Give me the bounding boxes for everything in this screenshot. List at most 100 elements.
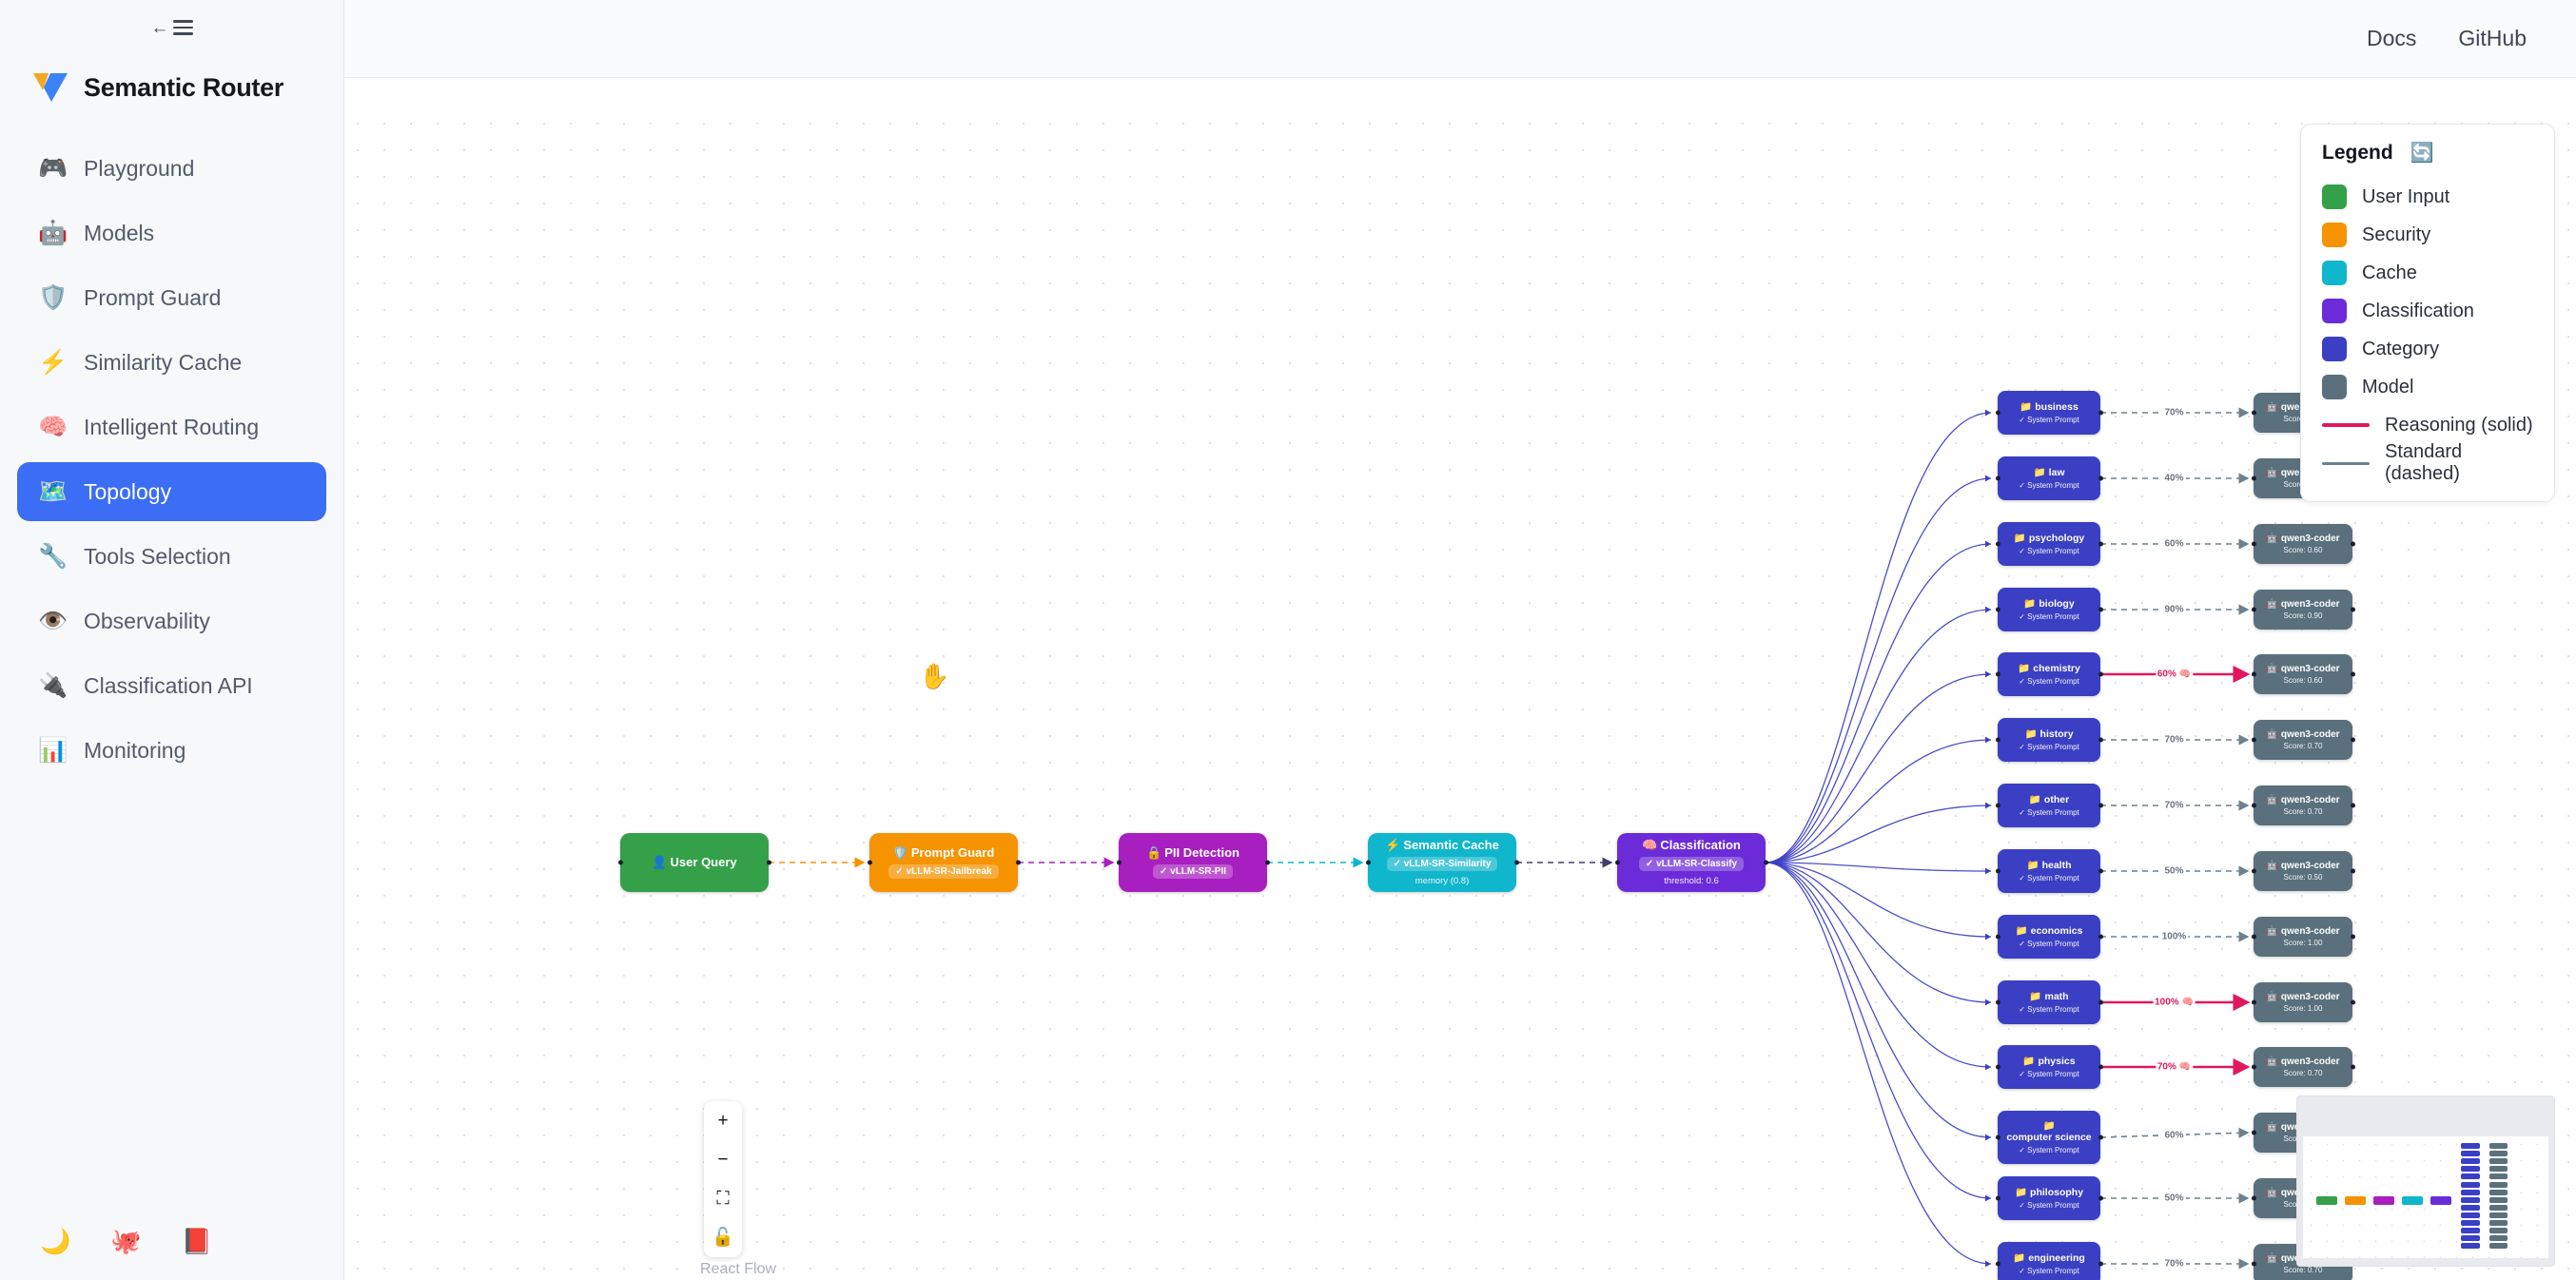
collapse-sidebar-button[interactable]: ← xyxy=(144,13,201,43)
handle-left[interactable] xyxy=(2251,671,2256,677)
category-node-chemistry[interactable]: 📁chemistry✓ System Prompt xyxy=(1995,652,2103,696)
handle-left[interactable] xyxy=(1995,934,2000,940)
stage-node-user[interactable]: 👤User Query xyxy=(617,833,771,892)
handle-right[interactable] xyxy=(2098,803,2103,808)
handle-left[interactable] xyxy=(1995,475,2000,481)
lock-button[interactable]: 🔓 xyxy=(712,1228,734,1248)
handle-left[interactable] xyxy=(2251,1261,2256,1267)
sidebar-item-observability[interactable]: 👁️Observability xyxy=(17,592,326,650)
handle-left[interactable] xyxy=(1995,607,2000,612)
category-node-computer-science[interactable]: 📁computer science✓ System Prompt xyxy=(1995,1111,2103,1164)
sidebar-item-playground[interactable]: 🎮Playground xyxy=(17,139,326,198)
handle-right[interactable] xyxy=(2350,671,2355,677)
handle-left[interactable] xyxy=(2251,999,2256,1005)
handle-right[interactable] xyxy=(2098,868,2103,874)
handle-left[interactable] xyxy=(2251,803,2256,808)
handle-left[interactable] xyxy=(1995,1195,2000,1201)
handle-left[interactable] xyxy=(1995,868,2000,874)
handle-left[interactable] xyxy=(2251,737,2256,743)
handle-right[interactable] xyxy=(2350,541,2355,547)
handle-left[interactable] xyxy=(1995,1261,2000,1267)
category-node-physics[interactable]: 📁physics✓ System Prompt xyxy=(1995,1045,2103,1089)
handle-right[interactable] xyxy=(1763,860,1768,865)
stage-node-guard[interactable]: 🛡️Prompt Guard✓ vLLM-SR-Jailbreak xyxy=(867,833,1021,892)
category-node-other[interactable]: 📁other✓ System Prompt xyxy=(1995,784,2103,827)
sidebar-item-classification-api[interactable]: 🔌Classification API xyxy=(17,656,326,715)
handle-left[interactable] xyxy=(2251,410,2256,416)
category-node-biology[interactable]: 📁biology✓ System Prompt xyxy=(1995,588,2103,631)
zoom-out-button[interactable]: − xyxy=(717,1150,729,1170)
handle-right[interactable] xyxy=(766,860,771,865)
handle-left[interactable] xyxy=(1995,803,2000,808)
topbar-link-github[interactable]: GitHub xyxy=(2458,26,2527,50)
handle-right[interactable] xyxy=(2098,1195,2103,1201)
category-node-economics[interactable]: 📁economics✓ System Prompt xyxy=(1995,915,2103,959)
handle-right[interactable] xyxy=(2098,999,2103,1005)
handle-right[interactable] xyxy=(2098,475,2103,481)
handle-right[interactable] xyxy=(2098,1064,2103,1070)
handle-right[interactable] xyxy=(2098,671,2103,677)
handle-left[interactable] xyxy=(2251,541,2256,547)
fit-view-button[interactable]: ⛶ xyxy=(716,1189,730,1209)
sidebar-item-tools-selection[interactable]: 🔧Tools Selection xyxy=(17,527,326,586)
handle-left[interactable] xyxy=(1995,671,2000,677)
handle-right[interactable] xyxy=(2098,607,2103,612)
minimap[interactable] xyxy=(2296,1096,2555,1267)
category-node-health[interactable]: 📁health✓ System Prompt xyxy=(1995,849,2103,893)
handle-left[interactable] xyxy=(1995,410,2000,416)
handle-left[interactable] xyxy=(2251,1130,2256,1135)
category-node-business[interactable]: 📁business✓ System Prompt xyxy=(1995,391,2103,435)
topbar-link-docs[interactable]: Docs xyxy=(2367,26,2417,50)
sidebar-item-prompt-guard[interactable]: 🛡️Prompt Guard xyxy=(17,268,326,327)
handle-right[interactable] xyxy=(1015,860,1021,865)
zoom-in-button[interactable]: + xyxy=(717,1111,729,1131)
handle-left[interactable] xyxy=(1995,541,2000,547)
refresh-icon[interactable]: 🔄 xyxy=(2410,143,2434,164)
handle-right[interactable] xyxy=(2350,868,2355,874)
handle-right[interactable] xyxy=(2350,803,2355,808)
handle-left[interactable] xyxy=(1995,1135,2000,1140)
category-node-math[interactable]: 📁math✓ System Prompt xyxy=(1995,980,2103,1024)
handle-left[interactable] xyxy=(1614,860,1620,865)
handle-left[interactable] xyxy=(2251,607,2256,612)
category-node-philosophy[interactable]: 📁philosophy✓ System Prompt xyxy=(1995,1176,2103,1220)
handle-right[interactable] xyxy=(2350,934,2355,940)
sidebar-item-monitoring[interactable]: 📊Monitoring xyxy=(17,721,326,780)
handle-right[interactable] xyxy=(2350,607,2355,612)
category-node-history[interactable]: 📁history✓ System Prompt xyxy=(1995,718,2103,762)
sidebar-item-topology[interactable]: 🗺️Topology xyxy=(17,462,326,521)
brand[interactable]: Semantic Router xyxy=(0,55,343,114)
sidebar-item-intelligent-routing[interactable]: 🧠Intelligent Routing xyxy=(17,398,326,456)
handle-left[interactable] xyxy=(1116,860,1122,865)
category-node-law[interactable]: 📁law✓ System Prompt xyxy=(1995,456,2103,500)
handle-right[interactable] xyxy=(1513,860,1519,865)
handle-left[interactable] xyxy=(2251,475,2256,481)
handle-left[interactable] xyxy=(1995,999,2000,1005)
sidebar-item-similarity-cache[interactable]: ⚡Similarity Cache xyxy=(17,333,326,392)
topology-canvas[interactable]: 👤User Query 🛡️Prompt Guard✓ vLLM-SR-Jailb… xyxy=(344,110,2576,1280)
handle-left[interactable] xyxy=(2251,934,2256,940)
handle-right[interactable] xyxy=(1264,860,1270,865)
handle-right[interactable] xyxy=(2098,1135,2103,1140)
handle-left[interactable] xyxy=(2251,1195,2256,1201)
handle-right[interactable] xyxy=(2098,410,2103,416)
handle-left[interactable] xyxy=(2251,868,2256,874)
handle-left[interactable] xyxy=(1365,860,1371,865)
handle-right[interactable] xyxy=(2350,737,2355,743)
github-icon[interactable]: 🐙 xyxy=(110,1227,142,1255)
docs-icon[interactable]: 📕 xyxy=(181,1227,213,1255)
handle-right[interactable] xyxy=(2098,737,2103,743)
handle-right[interactable] xyxy=(2098,934,2103,940)
handle-right[interactable] xyxy=(2350,1064,2355,1070)
sidebar-item-models[interactable]: 🤖Models xyxy=(17,204,326,262)
handle-left[interactable] xyxy=(617,860,623,865)
